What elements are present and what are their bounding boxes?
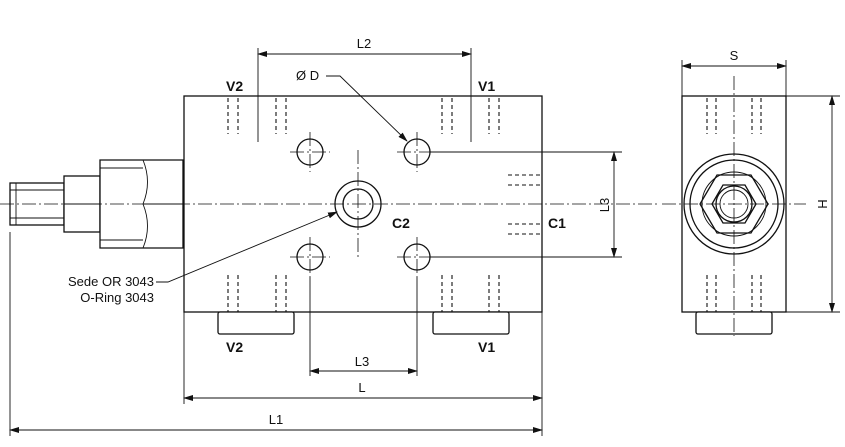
dimension-l-label: L <box>358 380 365 395</box>
dimension-l1: L1 <box>9 412 543 433</box>
diameter-callout: Ø D <box>296 68 408 142</box>
port-label-v2-bottom: V2 <box>226 339 243 355</box>
port-label-v1-bottom: V1 <box>478 339 495 355</box>
foot-v1 <box>432 311 510 335</box>
dimension-h-label: H <box>815 199 830 208</box>
dimension-l3-side-label: L3 <box>597 198 612 212</box>
hex-nut <box>699 174 769 234</box>
dimension-s-label: S <box>730 48 739 63</box>
front-view <box>0 48 660 436</box>
diameter-label: Ø D <box>296 68 319 83</box>
seal-callout: Sede OR 3043 O-Ring 3043 <box>68 211 338 305</box>
hidden-port-c1 <box>508 174 540 235</box>
hidden-ports-top <box>227 98 500 134</box>
dimension-l: L <box>183 380 543 401</box>
dimension-l1-label: L1 <box>269 412 283 427</box>
hidden-ports-bottom <box>227 275 500 312</box>
dimension-l3-bottom-label: L3 <box>355 354 369 369</box>
oring-label: O-Ring 3043 <box>80 290 154 305</box>
dimension-l3-side: L3 <box>597 151 617 258</box>
dimension-l2-label: L2 <box>357 36 371 51</box>
port-label-v2-top: V2 <box>226 78 243 94</box>
seal-seat-label: Sede OR 3043 <box>68 274 154 289</box>
port-label-c1: C1 <box>548 215 566 231</box>
port-label-c2: C2 <box>392 215 410 231</box>
foot-v2 <box>217 311 295 335</box>
dimension-l3-bottom: L3 <box>309 354 418 374</box>
port-label-v1-top: V1 <box>478 78 495 94</box>
dimension-l2: L2 <box>257 36 472 57</box>
side-view: S H <box>662 48 840 336</box>
